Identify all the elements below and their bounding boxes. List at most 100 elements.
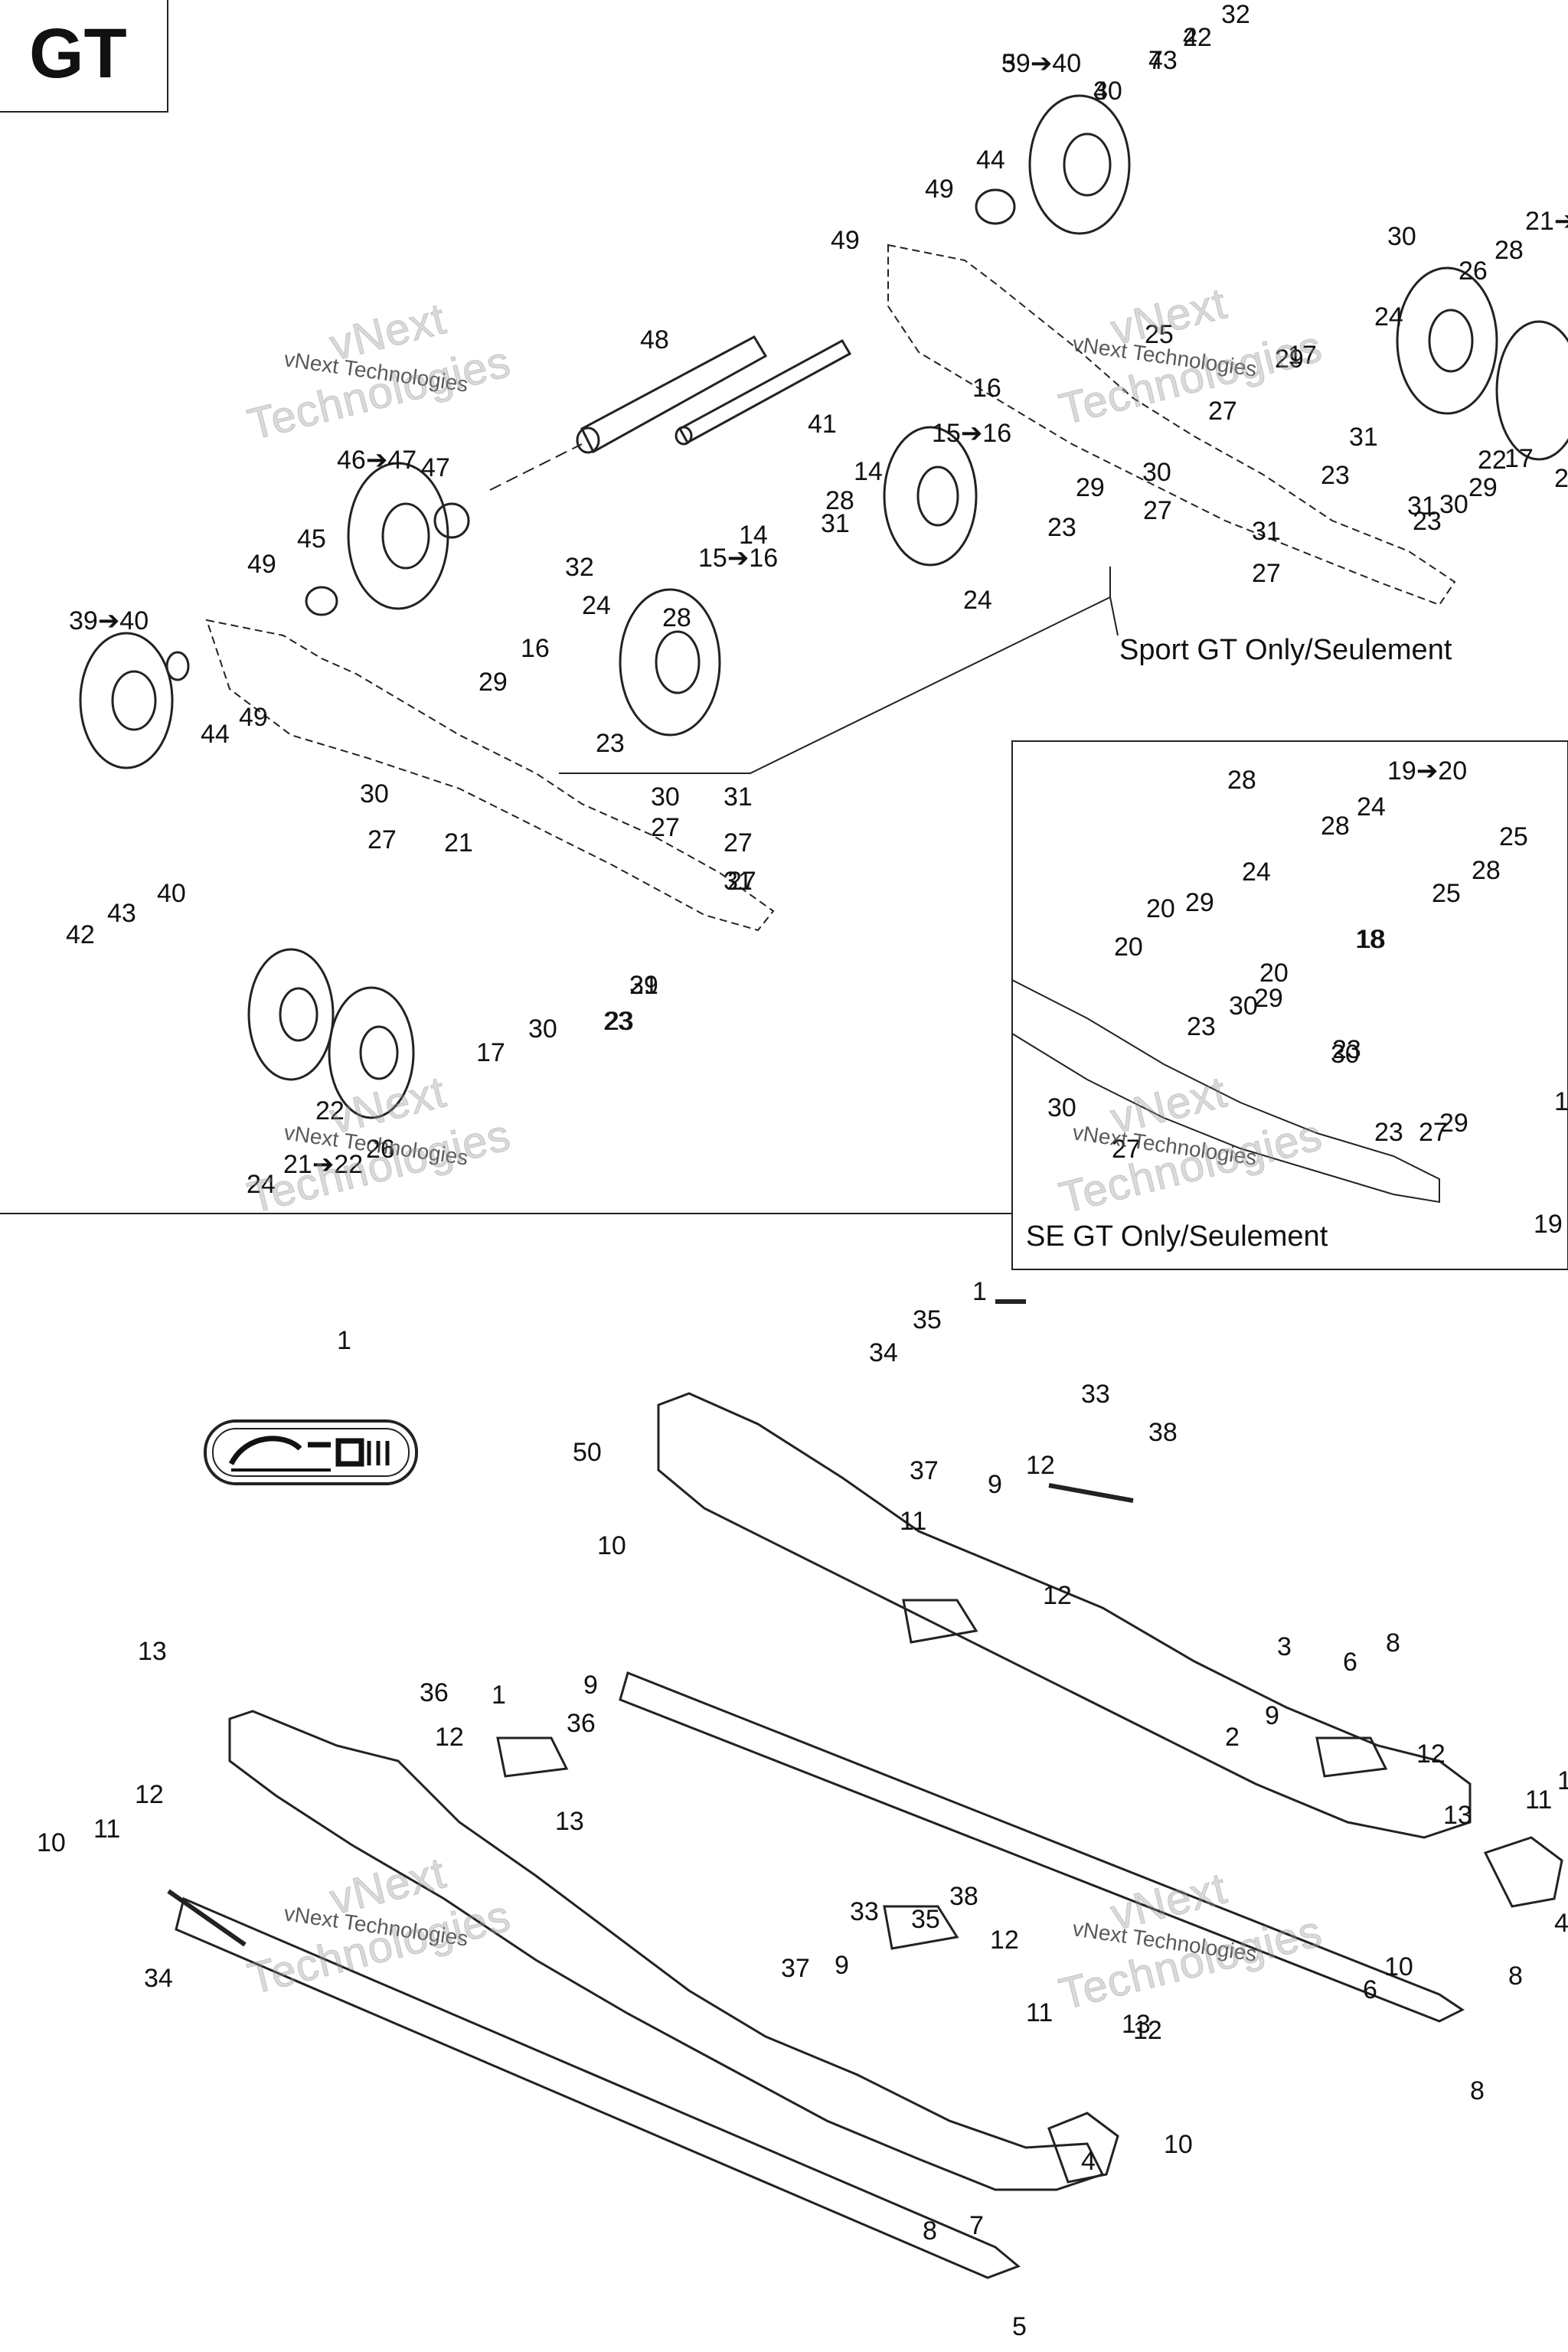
part-number-callout: 24 — [582, 591, 611, 620]
part-number-callout: 38 — [1148, 1418, 1178, 1447]
part-number-callout: 27 — [1112, 1135, 1141, 1164]
part-number-callout: 15➔16 — [698, 544, 778, 573]
part-number-callout: 24 — [963, 586, 992, 615]
part-number-callout: 1 — [972, 1277, 987, 1306]
part-number-callout: 30 — [528, 1014, 557, 1044]
part-number-callout: 11 — [900, 1507, 926, 1536]
part-number-callout: 9 — [1265, 1701, 1279, 1730]
part-number-callout: 13 — [555, 1807, 584, 1836]
part-number-callout: 9 — [988, 1470, 1002, 1499]
part-number-callout: 31 — [821, 509, 850, 538]
part-number-callout: 8 — [923, 2216, 937, 2246]
part-number-callout: 23 — [1321, 461, 1350, 490]
part-number-callout: 21➔22 — [283, 1150, 363, 1179]
part-number-callout: 7 — [969, 2211, 984, 2240]
part-number-callout: 27 — [1252, 559, 1281, 588]
part-number-callout: 38 — [949, 1882, 978, 1911]
part-number-callout: 35 — [913, 1305, 942, 1334]
part-number-callout: 30 — [1387, 222, 1416, 251]
part-number-callout: 5 — [1001, 49, 1016, 78]
part-number-callout: 14 — [739, 521, 768, 550]
part-number-callout: 29 — [629, 971, 658, 1000]
part-number-callout: 14 — [854, 457, 883, 486]
part-number-callout: 31 — [724, 782, 753, 812]
part-number-callout: 12 — [1416, 1740, 1446, 1769]
part-number-callout: 19➔20 — [1387, 756, 1467, 786]
part-number-callout: 24 — [247, 1170, 276, 1199]
part-number-callout: 21 — [444, 828, 473, 858]
part-number-callout: 43 — [1148, 46, 1178, 75]
part-number-callout: 12 — [990, 1926, 1019, 1955]
part-number-callout: 17 — [1288, 341, 1317, 370]
part-number-callout: 30 — [1229, 991, 1258, 1021]
part-number-callout: 22 — [1554, 464, 1568, 493]
part-number-callout: 22 — [315, 1096, 345, 1125]
part-number-callout: 20 — [1146, 894, 1175, 923]
part-number-callout: 37 — [910, 1456, 939, 1485]
part-number-callout: 8 — [1386, 1628, 1400, 1658]
model-code-label: GT — [29, 15, 127, 93]
part-number-callout: 16 — [972, 374, 1001, 403]
part-number-callout: 16 — [521, 634, 550, 663]
part-number-callout: 2 — [1183, 23, 1197, 52]
part-number-callout: 27 — [727, 867, 756, 896]
part-number-callout: 12 — [1133, 2016, 1162, 2045]
part-number-callout: 6 — [1343, 1648, 1357, 1677]
part-number-callout: 27 — [1419, 1118, 1448, 1147]
part-number-callout: 6 — [1363, 1975, 1377, 2004]
part-number-callout: 8 — [1470, 2076, 1485, 2105]
part-number-callout: 39➔40 — [69, 606, 149, 635]
part-number-callout: 27 — [1208, 397, 1237, 426]
part-number-callout: 12 — [1043, 1581, 1072, 1610]
part-number-callout: 42 — [66, 920, 95, 949]
part-number-callout: 10 — [597, 1531, 626, 1560]
part-number-callout: 23 — [1047, 513, 1076, 542]
part-number-callout: 23 — [603, 1007, 632, 1036]
part-number-callout: 20 — [1259, 959, 1289, 988]
part-number-callout: 31 — [629, 971, 658, 1000]
part-number-callout: 34 — [144, 1964, 173, 1993]
part-number-callout: 13 — [1122, 2010, 1151, 2039]
part-number-callout: 36 — [567, 1709, 596, 1738]
part-number-callout: 19 — [1534, 1210, 1563, 1239]
part-number-callout: 24 — [1357, 792, 1386, 822]
part-number-callout: 49 — [925, 175, 954, 204]
part-number-callout: 47 — [421, 453, 450, 482]
part-number-callout: 3 — [1093, 77, 1108, 106]
part-number-callout: 44 — [201, 720, 230, 749]
part-number-callout: 37 — [781, 1954, 810, 1983]
part-number-callout: 1 — [337, 1326, 351, 1355]
part-number-callout: 2 — [1225, 1723, 1240, 1752]
part-number-callout: 17 — [1504, 444, 1534, 473]
part-number-callout: 50 — [573, 1438, 602, 1467]
part-number-callout: 4 — [1554, 1909, 1568, 1938]
part-number-callout: 46➔47 — [337, 446, 416, 475]
part-number-callout: 25 — [1145, 320, 1174, 349]
part-number-callout: 10 — [37, 1828, 66, 1857]
part-number-callout: 36 — [420, 1678, 449, 1707]
part-number-callout: 29 — [479, 668, 508, 697]
part-number-callout: 10 — [1384, 1952, 1413, 1981]
part-number-callout: 1 — [492, 1681, 506, 1710]
part-number-callout: 25 — [1432, 879, 1461, 908]
part-number-callout: 15➔16 — [932, 419, 1011, 448]
part-number-callout: 11 — [93, 1815, 120, 1844]
part-number-callout: 28 — [825, 486, 854, 515]
part-number-callout: 23 — [1413, 507, 1442, 536]
part-number-callout: 28 — [1321, 812, 1350, 841]
part-number-callout: 29 — [1076, 473, 1105, 502]
part-number-callout: 12 — [1557, 1766, 1568, 1795]
part-number-callout: 31 — [1349, 423, 1378, 452]
part-number-callout: 12 — [135, 1780, 164, 1809]
part-number-callout: 27 — [1143, 496, 1172, 525]
part-number-callout: 10 — [1164, 2130, 1193, 2159]
sc10-suspension-decal-logo — [204, 1419, 418, 1485]
part-number-callout: 27 — [651, 813, 680, 842]
sport-gt-only-note: Sport GT Only/Seulement — [1119, 634, 1452, 666]
part-number-callout: 28 — [1494, 236, 1524, 265]
part-number-callout: 31 — [1252, 517, 1281, 546]
se-gt-only-note: SE GT Only/Seulement — [1026, 1220, 1328, 1253]
part-number-callout: 30 — [1439, 490, 1468, 519]
part-number-callout: 40 — [157, 879, 186, 908]
